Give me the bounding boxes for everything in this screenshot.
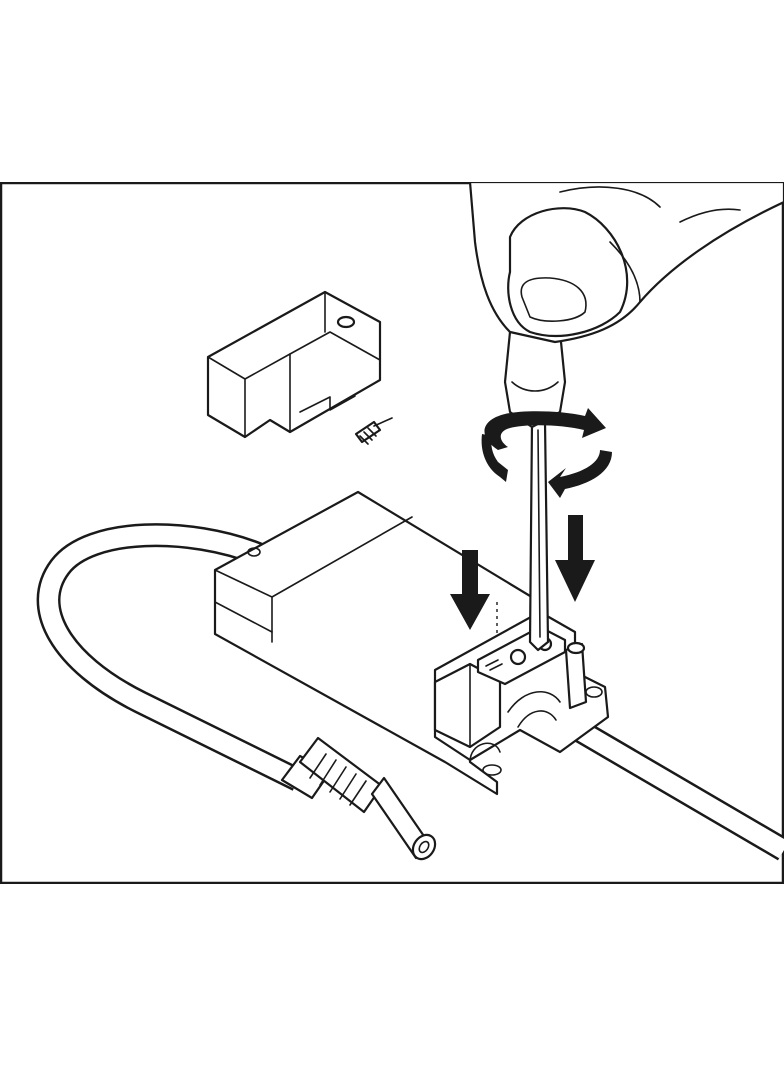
terminal-cover [206,290,382,439]
press-down-arrows [450,515,595,630]
output-cable [541,701,784,861]
input-cable [36,523,304,791]
rotation-arrows [481,408,612,498]
illustration-frame [0,182,784,884]
cover-screw [354,417,393,445]
dc-connector [280,736,437,861]
hand [468,182,784,344]
installation-illustration [0,182,784,884]
